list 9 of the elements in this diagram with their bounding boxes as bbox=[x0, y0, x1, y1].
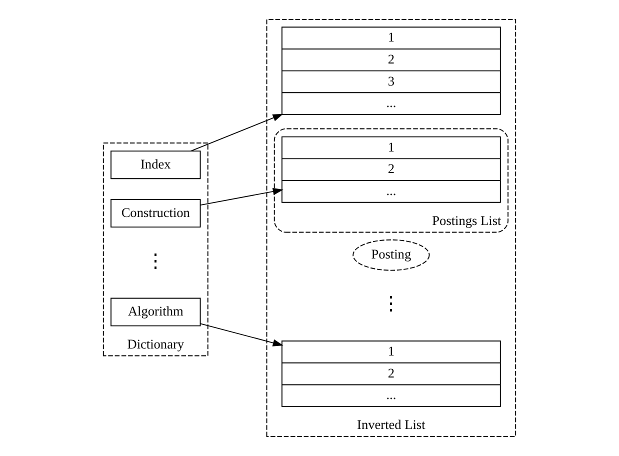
arrow bbox=[190, 114, 284, 152]
node-ellipse: Posting bbox=[352, 239, 430, 271]
node-box: Construction bbox=[110, 199, 201, 228]
node-box: Index bbox=[110, 150, 201, 180]
node-box: Algorithm bbox=[110, 298, 201, 326]
arrow bbox=[200, 323, 284, 346]
label: ⋮ bbox=[382, 294, 401, 316]
label: ⋮ bbox=[146, 251, 166, 272]
arrow bbox=[200, 188, 284, 206]
